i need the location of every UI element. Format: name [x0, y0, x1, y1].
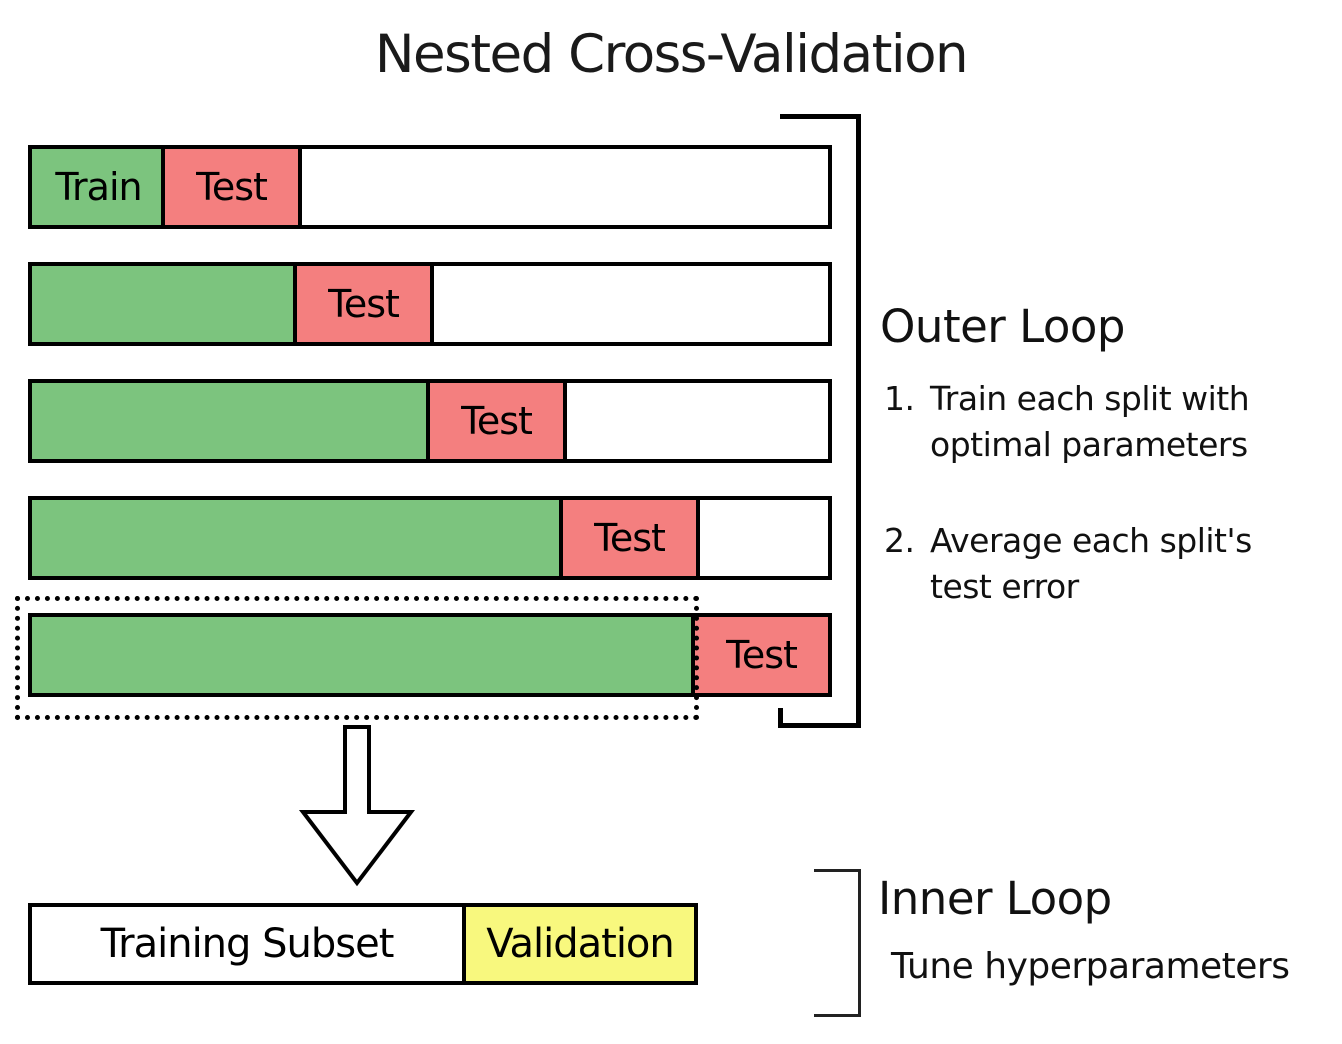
- item-number: 1.: [884, 379, 915, 418]
- item-text: Average each split's test error: [930, 521, 1252, 606]
- down-arrow-icon: [298, 725, 416, 887]
- test-segment-3: Test: [426, 379, 567, 463]
- test-label: Test: [328, 282, 400, 326]
- outer-loop-bracket-bottom: [778, 723, 861, 728]
- outer-loop-item-1: 1. Train each split with optimal paramet…: [884, 376, 1250, 468]
- train-segment-2: [28, 262, 301, 346]
- test-segment-4: Test: [559, 496, 700, 580]
- diagram-title: Nested Cross-Validation: [374, 24, 969, 85]
- test-label: Test: [196, 165, 268, 209]
- outer-loop-item-2: 2. Average each split's test error: [884, 518, 1252, 610]
- item-number: 2.: [884, 521, 915, 560]
- fold-row-2: Test: [28, 262, 832, 346]
- validation-label: Validation: [486, 921, 675, 967]
- inner-loop-heading: Inner Loop: [878, 872, 1112, 925]
- outer-loop-heading: Outer Loop: [880, 300, 1125, 353]
- test-label: Test: [726, 633, 798, 677]
- test-segment-1: Test: [161, 145, 302, 229]
- train-segment-1: Train: [28, 145, 169, 229]
- validation-segment: Validation: [462, 903, 698, 985]
- inner-loop-bracket-bottom: [814, 1014, 861, 1017]
- outer-loop-bracket-tick: [778, 708, 783, 726]
- fold-row-1: Train Test: [28, 145, 832, 229]
- training-subset-segment: Training Subset: [32, 903, 462, 985]
- test-segment-2: Test: [293, 262, 434, 346]
- train-segment-4: [28, 496, 567, 580]
- test-segment-5: Test: [691, 613, 832, 697]
- test-label: Test: [461, 399, 533, 443]
- training-subset-label: Training Subset: [100, 921, 395, 967]
- outer-loop-bracket-vertical: [856, 114, 861, 728]
- inner-loop-bracket-vertical: [858, 869, 861, 1017]
- train-label: Train: [55, 165, 142, 209]
- inner-loop-subtext: Tune hyperparameters: [891, 946, 1290, 987]
- item-text: Train each split with optimal parameters: [930, 379, 1250, 464]
- train-segment-5: [28, 613, 699, 697]
- inner-loop-bracket-top: [814, 869, 861, 872]
- outer-loop-bracket-top: [780, 114, 861, 119]
- test-label: Test: [594, 516, 666, 560]
- train-segment-3: [28, 379, 434, 463]
- inner-split-bar: Training Subset Validation: [28, 903, 698, 985]
- fold-row-4: Test: [28, 496, 832, 580]
- selected-split-dotted-outline: [15, 596, 699, 720]
- fold-row-3: Test: [28, 379, 832, 463]
